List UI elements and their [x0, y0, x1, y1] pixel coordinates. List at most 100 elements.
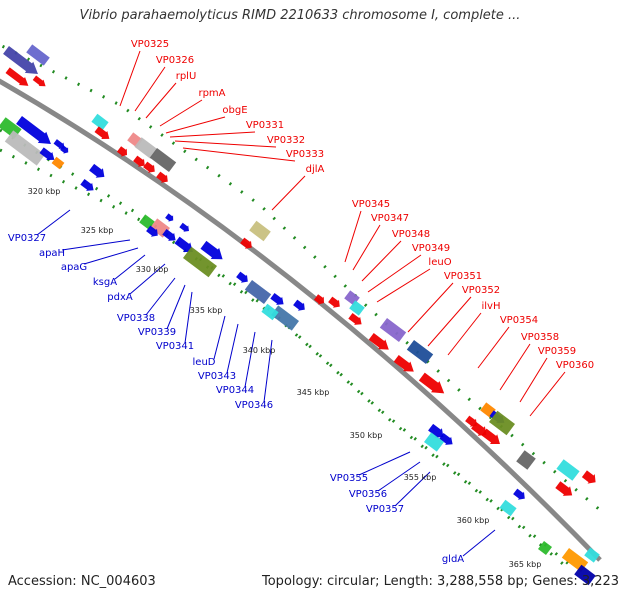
accession-info: Accession: NC_004603	[8, 574, 156, 589]
gene-label-reverse[interactable]: VP0338	[117, 313, 155, 324]
gene-label-forward[interactable]: VP0347	[371, 213, 409, 224]
gene-label-forward[interactable]: rpmA	[198, 88, 225, 99]
gene-feature	[146, 225, 158, 237]
gene-label-forward[interactable]: VP0359	[538, 346, 576, 357]
leader-line	[145, 277, 176, 316]
gene-feature	[499, 499, 517, 517]
leader-line	[129, 263, 166, 295]
leader-line	[263, 339, 273, 403]
gene-feature	[428, 423, 444, 438]
gene-feature	[261, 303, 279, 321]
gene-feature	[134, 137, 158, 159]
gene-feature	[156, 171, 168, 183]
scale-tick-label: 325 kbp	[81, 226, 114, 235]
gene-feature	[80, 178, 94, 191]
gene-label-forward[interactable]: VP0325	[131, 39, 169, 50]
gene-label-forward[interactable]: ilvH	[482, 301, 501, 312]
gene-feature	[513, 488, 525, 500]
gene-feature	[60, 145, 69, 154]
gene-label-forward[interactable]: leuO	[428, 257, 451, 268]
gene-label-reverse[interactable]: VP0355	[330, 473, 368, 484]
gene-label-forward[interactable]: rplU	[176, 71, 197, 82]
gene-label-forward[interactable]: VP0348	[392, 229, 430, 240]
gene-feature	[249, 220, 271, 242]
scale-tick-label: 320 kbp	[28, 187, 61, 196]
gene-label-forward[interactable]: obgE	[222, 105, 247, 116]
gene-label-forward[interactable]: VP0354	[500, 315, 538, 326]
topology-info: Topology: circular; Length: 3,288,558 bp…	[262, 574, 619, 589]
leader-line	[169, 131, 256, 138]
gene-feature	[581, 470, 596, 484]
gene-label-reverse[interactable]: ksgA	[93, 277, 117, 288]
gene-label-reverse[interactable]: VP0356	[349, 489, 387, 500]
gene-feature	[165, 213, 174, 222]
leader-line	[182, 147, 296, 162]
gene-feature	[174, 236, 193, 253]
gene-label-reverse[interactable]: apaG	[61, 262, 87, 273]
gene-label-reverse[interactable]: VP0357	[366, 504, 404, 515]
gene-feature	[439, 432, 453, 445]
gene-feature	[3, 46, 38, 75]
leader-line	[159, 99, 203, 127]
gene-label-forward[interactable]: djlA	[306, 164, 325, 175]
gene-feature	[5, 67, 29, 86]
gene-feature	[537, 540, 553, 556]
gene-feature	[465, 415, 477, 427]
gene-label-forward[interactable]: VP0360	[556, 360, 594, 371]
leader-line	[83, 247, 139, 265]
gene-feature	[32, 75, 46, 87]
label-leader-lines	[36, 50, 566, 557]
gene-label-forward[interactable]: VP0349	[412, 243, 450, 254]
leader-line	[529, 371, 566, 417]
gene-label-reverse[interactable]: VP0341	[156, 341, 194, 352]
map-title: Vibrio parahaemolyticus RIMD 2210633 chr…	[79, 8, 521, 23]
gene-label-reverse[interactable]: apaH	[39, 248, 65, 259]
leader-line	[358, 451, 411, 476]
gene-label-reverse[interactable]: leuD	[193, 357, 216, 368]
gene-feature	[406, 339, 434, 365]
gene-label-reverse[interactable]: pdxA	[107, 292, 133, 303]
gene-label-forward[interactable]: VP0352	[462, 285, 500, 296]
leader-line	[165, 116, 226, 134]
gene-label-forward[interactable]: VP0333	[286, 149, 324, 160]
tick-ring-2	[0, 128, 571, 567]
gene-feature	[293, 299, 305, 311]
gene-feature	[4, 130, 46, 166]
gene-label-forward[interactable]: VP0345	[352, 199, 390, 210]
leader-line	[244, 331, 256, 388]
gene-feature	[574, 564, 596, 586]
gene-feature	[143, 161, 155, 173]
gene-label-reverse[interactable]: VP0344	[216, 385, 254, 396]
scale-tick-label: 330 kbp	[136, 265, 169, 274]
gene-feature	[556, 459, 580, 481]
leader-line	[367, 254, 422, 293]
gene-label-reverse[interactable]: VP0327	[8, 233, 46, 244]
gene-feature	[240, 237, 252, 249]
leader-line	[226, 323, 239, 374]
gene-features	[0, 44, 600, 586]
gene-label-forward[interactable]: VP0326	[156, 55, 194, 66]
gene-label-reverse[interactable]: VP0346	[235, 400, 273, 411]
leader-line	[499, 343, 531, 391]
leader-line	[519, 357, 548, 403]
gene-feature	[149, 147, 177, 173]
gene-label-forward[interactable]: VP0358	[521, 332, 559, 343]
leader-line	[477, 326, 510, 369]
scale-tick-label: 350 kbp	[350, 431, 383, 440]
gene-label-reverse[interactable]: VP0343	[198, 371, 236, 382]
gene-feature	[179, 222, 189, 232]
leader-line	[377, 461, 421, 492]
gene-label-forward[interactable]: VP0351	[444, 271, 482, 282]
gene-label-forward[interactable]: VP0331	[246, 120, 284, 131]
gene-feature	[39, 147, 55, 160]
leader-line	[352, 224, 381, 271]
leader-line	[166, 284, 186, 330]
gene-label-reverse[interactable]: VP0339	[138, 327, 176, 338]
gene-label-reverse[interactable]: gldA	[442, 554, 464, 565]
leader-line	[174, 140, 277, 148]
gene-feature	[424, 432, 444, 452]
leader-line	[447, 312, 482, 356]
gene-label-forward[interactable]: VP0332	[267, 135, 305, 146]
